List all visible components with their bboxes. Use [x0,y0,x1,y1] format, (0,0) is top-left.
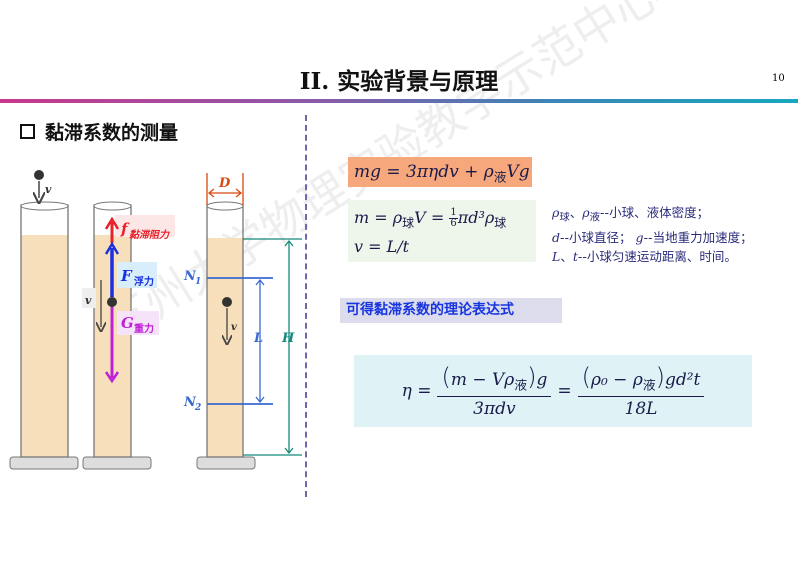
mark-n1-label: N [183,269,197,284]
ball [34,170,44,180]
section-heading: 黏滞系数的测量 [20,118,178,145]
section-title: 黏滞系数的测量 [45,122,179,144]
legend-line: ρ球、ρ液--小球、液体密度； [552,205,710,224]
buoyancy-label: F [120,267,133,285]
eq-sub: 液 [493,170,507,186]
gravity-sub: 重力 [134,322,154,335]
height-h-label: H [281,331,295,346]
fraction: (m − Vρ液)g 3πdv [437,363,552,419]
eq-sub: 球 [494,216,507,231]
friction-label: f [120,220,130,238]
eq-sub: 球 [402,216,415,231]
diameter-label: D [218,176,231,191]
dashed-divider [305,115,307,497]
page-title: II. 实验背景与原理 [299,68,499,95]
velocity-label: v [231,322,237,333]
cylinder-2 [82,201,175,470]
cylinder-3 [196,173,302,470]
cylinder-diagram: v f 黏滞阻力 F 浮力 G 重力 v [9,170,302,470]
eq-text: = [557,381,572,401]
velocity-label: v [45,183,52,196]
buoyancy-sub: 浮力 [134,275,154,288]
mark-n2-sub: 2 [194,403,201,413]
legend-line: d--小球直径； g--当地重力加速度； [552,229,753,245]
mark-n2-label: N [183,395,197,410]
force-balance-equation: mg = 3πηdv + ρ液Vg [348,157,532,187]
page-number: 10 [772,73,785,84]
distance-l-label: L [253,331,263,346]
eq-text: mg = 3πηdv + ρ [354,162,494,182]
eq-text: πd³ρ [457,208,495,227]
eq-text: m = ρ [354,208,403,227]
eq-text: V = [414,208,450,227]
velocity-label: v [85,294,92,307]
legend-line: L、t--小球匀速运动距离、时间。 [552,248,737,264]
friction-sub: 黏滞阻力 [129,229,170,241]
fraction: (ρ₀ − ρ液)gd²t 18L [577,363,705,419]
velocity-equation: v = L/t [354,237,410,257]
header-divider [0,99,798,103]
eq-text: η = [401,381,432,401]
square-bullet-icon [20,124,35,139]
symbol-legend: ρ球、ρ液--小球、液体密度； d--小球直径； g--当地重力加速度； L、t… [552,203,753,266]
cylinder-1 [9,170,79,470]
viscosity-formula: η = (m − Vρ液)g 3πdv = (ρ₀ − ρ液)gd²t 18L [354,355,752,427]
eq-text: Vg [506,162,530,182]
mark-n1-sub: 1 [195,277,201,287]
result-label: 可得黏滞系数的理论表达式 [340,298,562,323]
gravity-label: G [121,314,134,332]
